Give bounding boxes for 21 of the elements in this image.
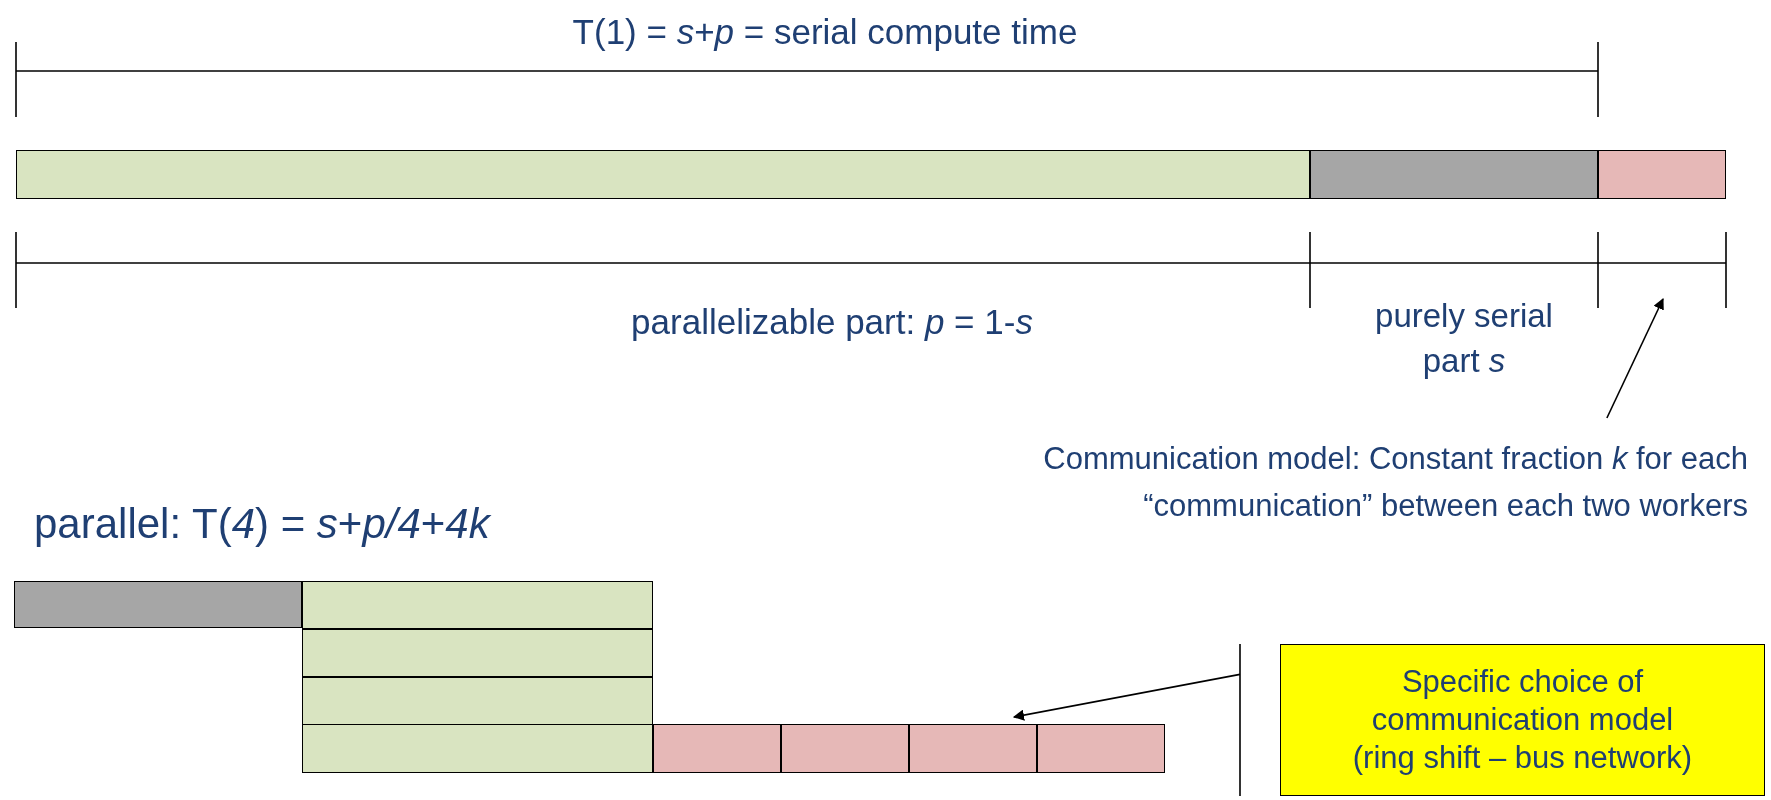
bar-segment <box>16 150 1310 199</box>
bar-segment <box>302 724 653 773</box>
annotation-text: Communication model: Constant fraction k for each “communication” between each two workers <box>918 436 1748 546</box>
note-text: Specific choice of communication model (ring shift – bus network) <box>1351 663 1694 777</box>
dimension-label: T(1) = s+p = serial compute time <box>572 11 1078 53</box>
dimension-label: parallelizable part: p = 1-s <box>631 301 1033 343</box>
bar-segment <box>1310 150 1598 199</box>
bar-segment <box>14 581 302 628</box>
bar-segment <box>781 724 909 773</box>
bar-segment <box>909 724 1037 773</box>
bar-segment <box>302 677 653 725</box>
bar-segment <box>653 724 781 773</box>
bar-segment <box>1598 150 1726 199</box>
leader-arrow <box>1606 298 1664 419</box>
dimension-label: purely serial part s <box>1374 296 1554 381</box>
leader-arrow <box>1012 673 1241 721</box>
formula-label: parallel: T(4) = s+p/4+4k <box>34 499 490 549</box>
bar-segment <box>1037 724 1165 773</box>
bar-segment <box>302 581 653 629</box>
note-box <box>1280 644 1765 796</box>
bar-segment <box>302 629 653 677</box>
